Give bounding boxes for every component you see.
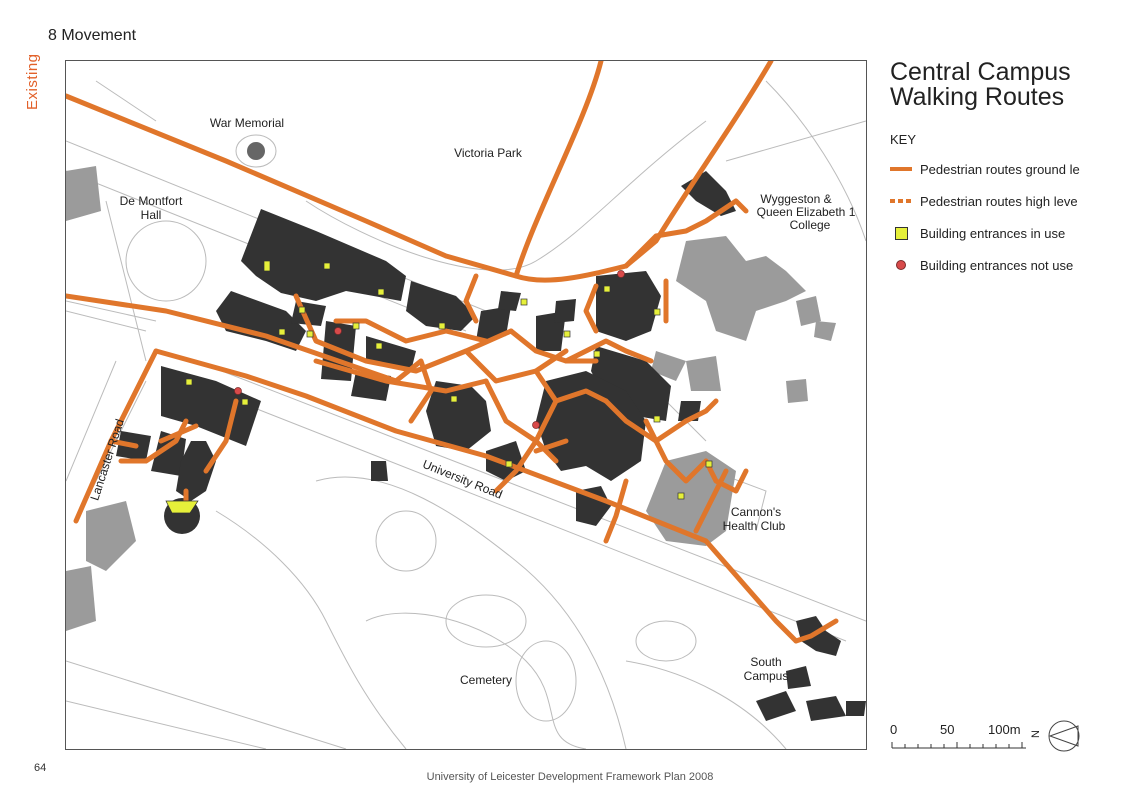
north-arrow-icon: N [1029, 718, 1084, 754]
scale-label-0: 0 [890, 722, 898, 737]
legend-item-label: Pedestrian routes ground lе [920, 161, 1080, 177]
entrances-in-use [165, 260, 713, 514]
legend-title-line2: Walking Routes [890, 83, 1065, 111]
legend-title-line1: Central Campus [890, 60, 1071, 86]
label-south-campus-1: South [750, 655, 781, 669]
legend-item-label: Building entrances in use [920, 225, 1066, 241]
label-south-campus-2: Campus [744, 669, 789, 683]
side-label: Existing [24, 53, 41, 110]
legend-item-entrances-used: Building entrances in use [890, 217, 1140, 249]
label-wyggeston-2: Queen Elizabeth 1 [757, 205, 856, 219]
footer-caption: University of Leicester Development Fram… [426, 771, 714, 783]
dashed-line-icon [890, 199, 912, 203]
label-war-memorial: War Memorial [210, 116, 284, 130]
label-cannons-2: Health Club [723, 519, 786, 533]
label-de-montfort-2: Hall [141, 208, 162, 222]
label-cannons-1: Cannon's [731, 505, 781, 519]
scale-label-100: 100m [988, 722, 1021, 737]
legend-item-label: Pedestrian routes high leve [920, 193, 1078, 209]
section-title: 8 Movement [48, 27, 137, 44]
legend-item-ground-routes: Pedestrian routes ground lе [890, 153, 1140, 185]
label-victoria-park: Victoria Park [454, 146, 523, 160]
legend-item-entrances-unused: Building entrances not use [890, 249, 1140, 281]
legend: Central Campus Walking Routes KEY Pedest… [890, 60, 1140, 281]
legend-item-label: Building entrances not use [920, 257, 1074, 273]
campus-map: War Memorial Victoria Park De Montfort H… [65, 60, 867, 750]
scale-label-50: 50 [940, 722, 955, 737]
label-de-montfort-1: De Montfort [120, 194, 183, 208]
scale-ruler [891, 742, 1026, 749]
label-cemetery: Cemetery [460, 673, 512, 687]
scale-bar: 0 50 100m [890, 722, 1070, 762]
legend-item-high-routes: Pedestrian routes high leve [890, 185, 1140, 217]
entrances-not-used [234, 270, 625, 429]
solid-line-icon [890, 167, 912, 171]
legend-key-label: KEY [890, 132, 917, 147]
yellow-square-icon [890, 226, 912, 240]
page-number: 64 [34, 762, 47, 774]
pedestrian-routes [66, 61, 839, 644]
label-wyggeston-1: Wyggeston & [760, 192, 831, 206]
north-label: N [1029, 730, 1042, 738]
label-wyggeston-3: College [790, 218, 831, 232]
red-dot-icon [890, 260, 912, 270]
other-buildings [66, 166, 836, 631]
